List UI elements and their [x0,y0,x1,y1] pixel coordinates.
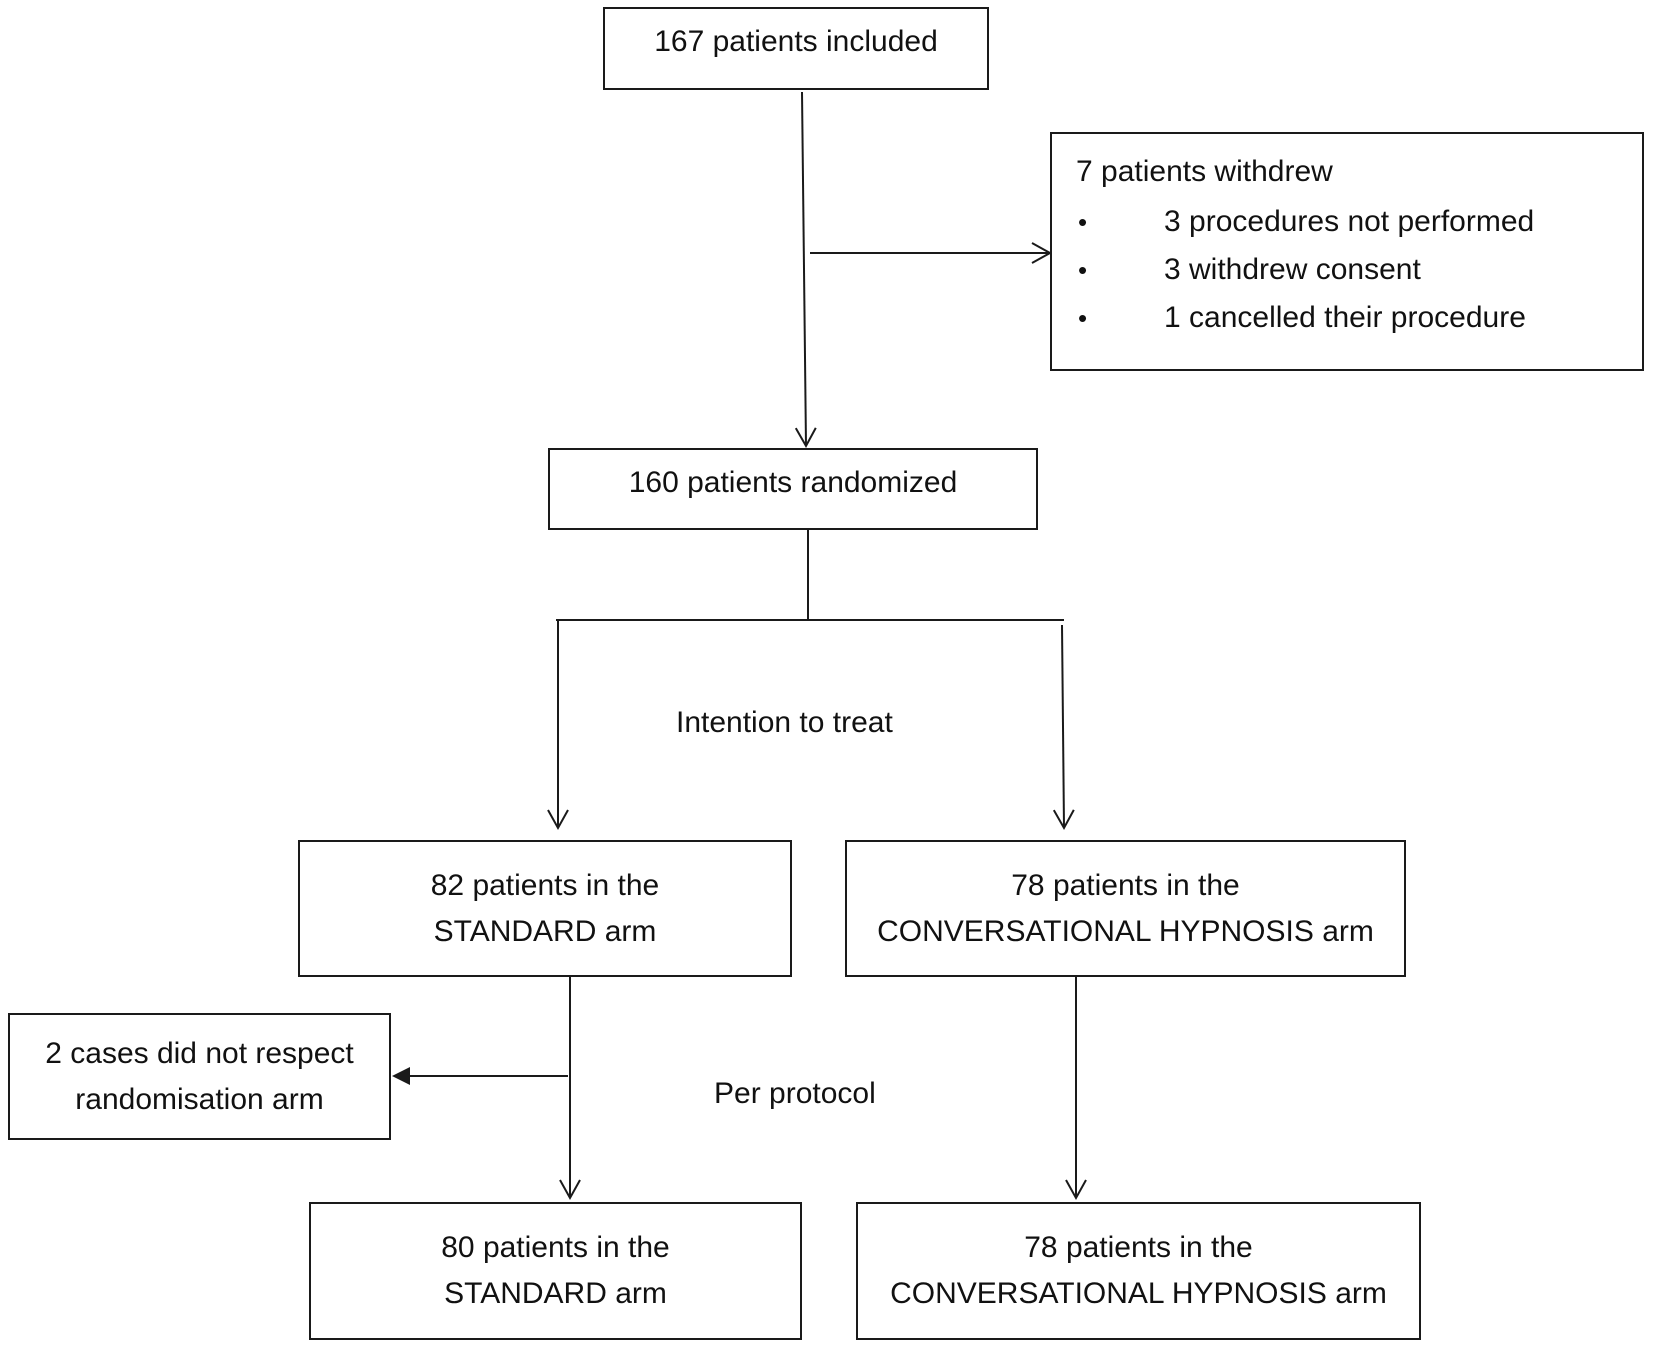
list-item: • 3 withdrew consent [1076,246,1534,294]
standard-itt-line2: STANDARD arm [433,914,657,948]
hypnosis-pp-line2: CONVERSATIONAL HYPNOSIS arm [890,1277,1387,1310]
box-patients-randomized: 160 patients randomized [548,448,1038,530]
patients-included-text: 167 patients included [654,25,938,58]
arrow-included-to-randomized [794,91,817,449]
hypnosis-pp-line1: 78 patients in the [1024,1231,1253,1264]
not-respect-line2: randomisation arm [75,1082,324,1116]
box-did-not-respect-randomisation: 2 cases did not respect randomisation ar… [8,1013,391,1140]
bullet-icon: • [1078,255,1088,285]
box-standard-arm-itt: 82 patients in the STANDARD arm [298,840,792,977]
standard-pp-line2: STANDARD arm [444,1277,667,1310]
withdrew-reason: 1 cancelled their procedure [1164,301,1526,334]
box-standard-arm-pp: 80 patients in the STANDARD arm [309,1202,802,1340]
withdrew-reason: 3 withdrew consent [1164,253,1421,286]
list-item: • 1 cancelled their procedure [1076,294,1534,342]
box-patients-included: 167 patients included [603,7,989,90]
hypnosis-itt-line1: 78 patients in the [1011,868,1240,902]
standard-pp-line1: 80 patients in the [441,1231,670,1264]
withdrew-reasons-list: • 3 procedures not performed • 3 withdre… [1076,198,1534,342]
label-per-protocol: Per protocol [714,1077,876,1110]
arrow-to-hypnosis-itt [1052,624,1075,831]
bullet-icon: • [1078,303,1088,333]
standard-itt-line1: 82 patients in the [430,868,660,902]
bullet-icon: • [1078,207,1088,237]
patients-randomized-text: 160 patients randomized [628,466,958,499]
label-intention-to-treat: Intention to treat [676,706,893,739]
box-hypnosis-arm-itt: 78 patients in the CONVERSATIONAL HYPNOS… [845,840,1406,977]
withdrew-title: 7 patients withdrew [1076,155,1333,188]
hypnosis-itt-line2: CONVERSATIONAL HYPNOSIS arm [877,914,1374,948]
withdrew-reason: 3 procedures not performed [1164,205,1535,238]
box-hypnosis-arm-pp: 78 patients in the CONVERSATIONAL HYPNOS… [856,1202,1421,1340]
box-patients-withdrew: 7 patients withdrew • 3 procedures not p… [1050,132,1644,371]
not-respect-line1: 2 cases did not respect [45,1036,354,1070]
list-item: • 3 procedures not performed [1076,198,1534,246]
